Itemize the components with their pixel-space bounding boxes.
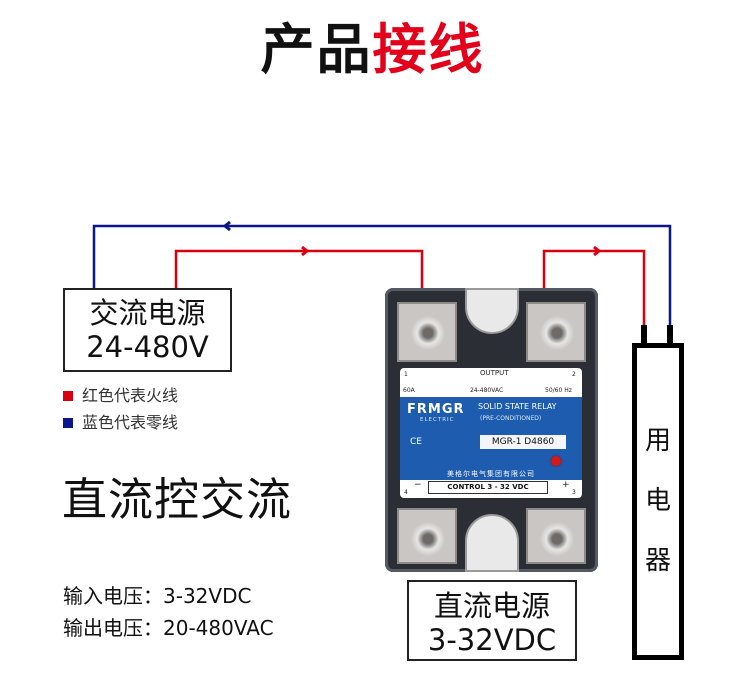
solid-state-relay: OUTPUT 1 2 60A 24-480VAC 50/60 Hz FRMGR … xyxy=(385,288,598,572)
voltage-rating: 24-480VAC xyxy=(470,387,504,394)
brand-logo: FRMGR xyxy=(407,402,465,417)
spec-label: 输出电压： xyxy=(63,616,163,640)
mounting-notch-top xyxy=(465,288,519,334)
appliance-plug-prong xyxy=(667,325,673,345)
screw-icon xyxy=(540,522,574,556)
relay-label-plate: OUTPUT 1 2 60A 24-480VAC 50/60 Hz FRMGR … xyxy=(400,368,582,498)
frequency-rating: 50/60 Hz xyxy=(545,387,572,394)
slogan: 直流控交流 xyxy=(62,473,293,526)
terminal-number: 3 xyxy=(572,489,576,496)
model-number: MGR-1 D4860 xyxy=(480,435,566,449)
status-led-icon xyxy=(551,456,561,466)
ac-power-source-box: 交流电源 24-480V xyxy=(63,288,232,372)
terminal-2 xyxy=(526,302,586,362)
ac-source-label: 交流电源 xyxy=(89,296,206,330)
appliance-plug-prong xyxy=(641,325,647,345)
relay-type: SOLID STATE RELAY xyxy=(478,402,557,411)
mounting-notch-bottom xyxy=(465,514,519,572)
neutral-wire xyxy=(92,224,672,330)
spec-output: 输出电压：20-480VAC xyxy=(63,615,274,641)
screw-icon xyxy=(540,316,574,350)
title-part2: 接线 xyxy=(372,18,485,81)
legend-label: 蓝色代表零线 xyxy=(82,413,179,432)
spec-input: 输入电压：3-32VDC xyxy=(63,583,251,609)
legend-item-live: 红色代表火线 xyxy=(63,386,178,406)
appliance-char: 用 xyxy=(644,426,671,456)
dc-source-voltage: 3-32VDC xyxy=(427,623,557,657)
appliance-char: 电 xyxy=(644,486,671,516)
screw-icon xyxy=(411,316,445,350)
ac-source-voltage: 24-480V xyxy=(86,330,209,364)
legend-item-neutral: 蓝色代表零线 xyxy=(63,413,178,433)
terminal-1 xyxy=(397,302,457,362)
legend-label: 红色代表火线 xyxy=(82,386,179,405)
terminal-3 xyxy=(526,508,586,564)
plus-sign: + xyxy=(562,480,570,490)
current-rating: 60A xyxy=(403,387,415,394)
blue-square-icon xyxy=(63,418,73,428)
ce-mark: CE xyxy=(410,437,422,447)
screw-icon xyxy=(411,522,445,556)
terminal-number: 4 xyxy=(404,489,408,496)
appliance-box: 用 电 器 xyxy=(632,343,684,660)
red-square-icon xyxy=(63,391,73,401)
live-arrow-input xyxy=(301,245,310,257)
relay-type-sub: (PRE-CONDITIONED) xyxy=(480,415,542,422)
brand-sub: ELECTRIC xyxy=(420,417,455,423)
spec-value: 3-32VDC xyxy=(163,584,252,608)
minus-sign: − xyxy=(414,480,422,490)
page-title: 产品接线 xyxy=(0,12,745,88)
dc-source-label: 直流电源 xyxy=(433,589,550,623)
output-label: OUTPUT xyxy=(480,369,509,377)
spec-value: 20-480VAC xyxy=(163,616,274,640)
neutral-arrow xyxy=(222,220,231,232)
relay-blue-band: FRMGR ELECTRIC SOLID STATE RELAY (PRE-CO… xyxy=(400,397,582,469)
spec-label: 输入电压： xyxy=(63,584,163,608)
terminal-4 xyxy=(397,508,457,564)
terminal-number: 2 xyxy=(572,371,576,378)
appliance-char: 器 xyxy=(644,546,671,576)
live-arrow-output xyxy=(593,245,602,257)
control-rating: CONTROL 3 - 32 VDC xyxy=(428,481,548,494)
dc-power-source-box: 直流电源 3-32VDC xyxy=(407,580,577,661)
company-name: 美格尔电气集团有限公司 xyxy=(400,469,582,480)
title-part1: 产品 xyxy=(260,18,373,81)
terminal-number: 1 xyxy=(404,371,408,378)
